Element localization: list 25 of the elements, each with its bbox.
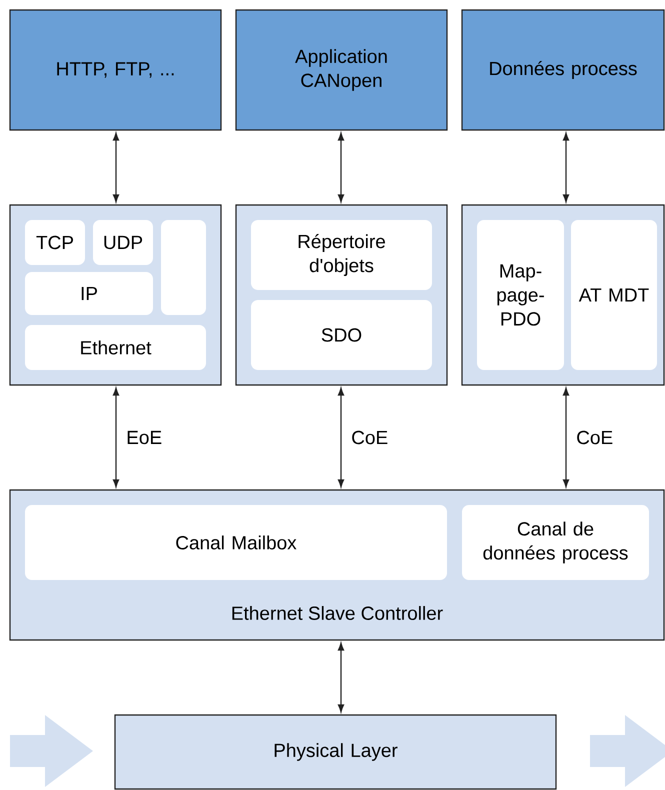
- module-box: Canal de données process: [462, 505, 649, 580]
- layer-box: HTTP, FTP, ...: [9, 9, 222, 131]
- module-box: Répertoire d'objets: [251, 220, 432, 290]
- module-box: IP: [25, 272, 153, 315]
- module-box: [161, 220, 206, 315]
- module-box: TCP: [25, 220, 85, 265]
- layer-box: Application CANopen: [235, 9, 448, 131]
- arrow: [562, 388, 570, 488]
- module-box: Ethernet: [25, 325, 206, 370]
- edge-label: CoE: [349, 428, 390, 446]
- edge-label: CoE: [574, 428, 616, 446]
- arrow: [112, 388, 120, 488]
- arrow: [338, 132, 344, 202]
- layer-box: Données process: [461, 9, 665, 131]
- arrow: [338, 388, 344, 488]
- module-box: AT MDT: [571, 220, 657, 370]
- layer-box: Physical Layer: [114, 714, 557, 790]
- arrow: [112, 132, 120, 202]
- arrow: [562, 132, 570, 202]
- edge-label: EoE: [124, 428, 164, 446]
- module-box: UDP: [93, 220, 153, 265]
- module-box: Map-page-PDO: [477, 220, 564, 370]
- arrow: [338, 642, 344, 712]
- module-box: SDO: [251, 300, 432, 370]
- module-box: Canal Mailbox: [25, 505, 447, 580]
